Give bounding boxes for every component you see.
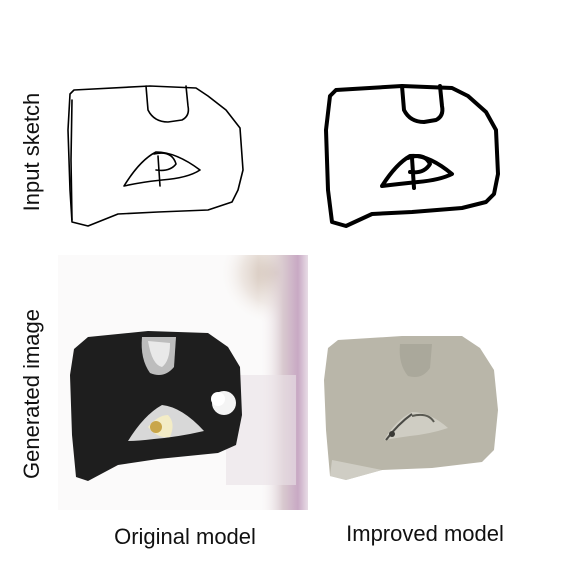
generated-image-improved (312, 300, 512, 500)
row-label-generated-image: Generated image (19, 309, 44, 479)
sketch-drawing-thick (324, 84, 500, 228)
row-label-input-sketch: Input sketch (19, 92, 44, 212)
column-label-improved-model: Improved model (346, 521, 504, 546)
generated-image-original (58, 255, 308, 510)
generated-bag-grey (312, 300, 512, 500)
column-label-original-model: Original model (114, 524, 256, 549)
sketch-drawing-thin (67, 85, 244, 227)
input-sketch-original (58, 70, 258, 238)
input-sketch-improved (312, 70, 512, 238)
generated-bag-dark (58, 255, 308, 510)
